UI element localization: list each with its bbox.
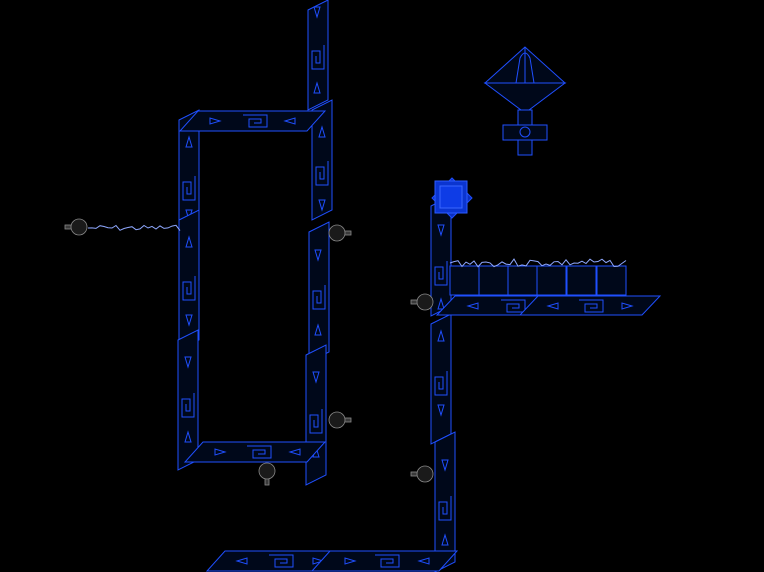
direction-arrow-icon	[466, 302, 479, 310]
emitter-body	[416, 465, 434, 483]
laser-emitter-icon	[328, 411, 352, 429]
stone-block	[566, 265, 597, 296]
direction-arrow-icon	[546, 302, 559, 310]
stone-block	[596, 265, 627, 296]
direction-arrow-icon	[318, 199, 326, 212]
vertical-rail	[311, 99, 333, 221]
direction-arrow-icon	[184, 356, 192, 369]
direction-arrow-icon	[437, 297, 445, 310]
stone-block	[507, 265, 538, 296]
direction-arrow-icon	[417, 557, 430, 565]
rail-segment	[178, 110, 327, 132]
direction-arrow-icon	[437, 329, 445, 342]
emitter-body	[258, 462, 276, 480]
stone-block	[449, 265, 480, 296]
laser-emitter-icon	[328, 224, 352, 242]
stone-block	[478, 265, 509, 296]
horizontal-rail	[310, 550, 459, 572]
vertical-rail	[434, 431, 456, 572]
vertical-rail	[308, 221, 330, 363]
direction-arrow-icon	[344, 557, 357, 565]
rail-segment	[183, 441, 327, 463]
rail-segment	[178, 209, 200, 351]
direction-arrow-icon	[283, 117, 296, 125]
direction-arrow-icon	[441, 533, 449, 546]
direction-arrow-icon	[318, 125, 326, 138]
rail-segment	[177, 329, 199, 471]
direction-arrow-icon	[313, 6, 321, 19]
rail-segment	[308, 221, 330, 363]
direction-arrow-icon	[621, 302, 634, 310]
laser-beam	[87, 224, 181, 231]
horizontal-rail	[178, 110, 327, 132]
vertical-rail	[305, 344, 327, 486]
direction-arrow-icon	[312, 371, 320, 384]
emitter-body	[328, 224, 346, 242]
laser-emitter-icon	[410, 465, 434, 483]
direction-arrow-icon	[313, 81, 321, 94]
laser-emitter-icon	[64, 218, 88, 236]
rail-segment	[307, 0, 329, 111]
vertical-rail	[177, 329, 199, 471]
block-row	[449, 265, 627, 296]
direction-arrow-icon	[214, 448, 227, 456]
horizontal-rail	[183, 441, 327, 463]
emitter-body	[416, 293, 434, 311]
emitter-body	[70, 218, 88, 236]
laser-emitter-icon	[410, 293, 434, 311]
direction-arrow-icon	[185, 235, 193, 248]
laser-emitter-icon	[258, 462, 276, 486]
stone-block	[536, 265, 567, 296]
laser-beam	[449, 258, 627, 268]
rail-segment	[430, 313, 452, 445]
rail-segment	[311, 99, 333, 221]
vertical-rail	[307, 0, 329, 111]
direction-arrow-icon	[314, 249, 322, 262]
horizontal-rail	[518, 295, 662, 316]
direction-arrow-icon	[437, 404, 445, 417]
direction-arrow-icon	[437, 224, 445, 237]
direction-arrow-icon	[441, 459, 449, 472]
rail-segment	[310, 550, 459, 572]
direction-arrow-icon	[184, 430, 192, 443]
level-geometry	[64, 0, 662, 572]
direction-arrow-icon	[185, 314, 193, 327]
emitter-body	[328, 411, 346, 429]
direction-arrow-icon	[314, 323, 322, 336]
vertical-rail	[430, 313, 452, 445]
rail-segment	[518, 295, 662, 316]
direction-arrow-icon	[185, 135, 193, 148]
direction-arrow-icon	[312, 557, 325, 565]
direction-arrow-icon	[209, 117, 222, 125]
shrine-icon[interactable]	[483, 46, 567, 156]
vertical-rail	[178, 209, 200, 351]
direction-arrow-icon	[235, 557, 248, 565]
player-cube-icon[interactable]	[431, 177, 473, 219]
direction-arrow-icon	[288, 448, 301, 456]
